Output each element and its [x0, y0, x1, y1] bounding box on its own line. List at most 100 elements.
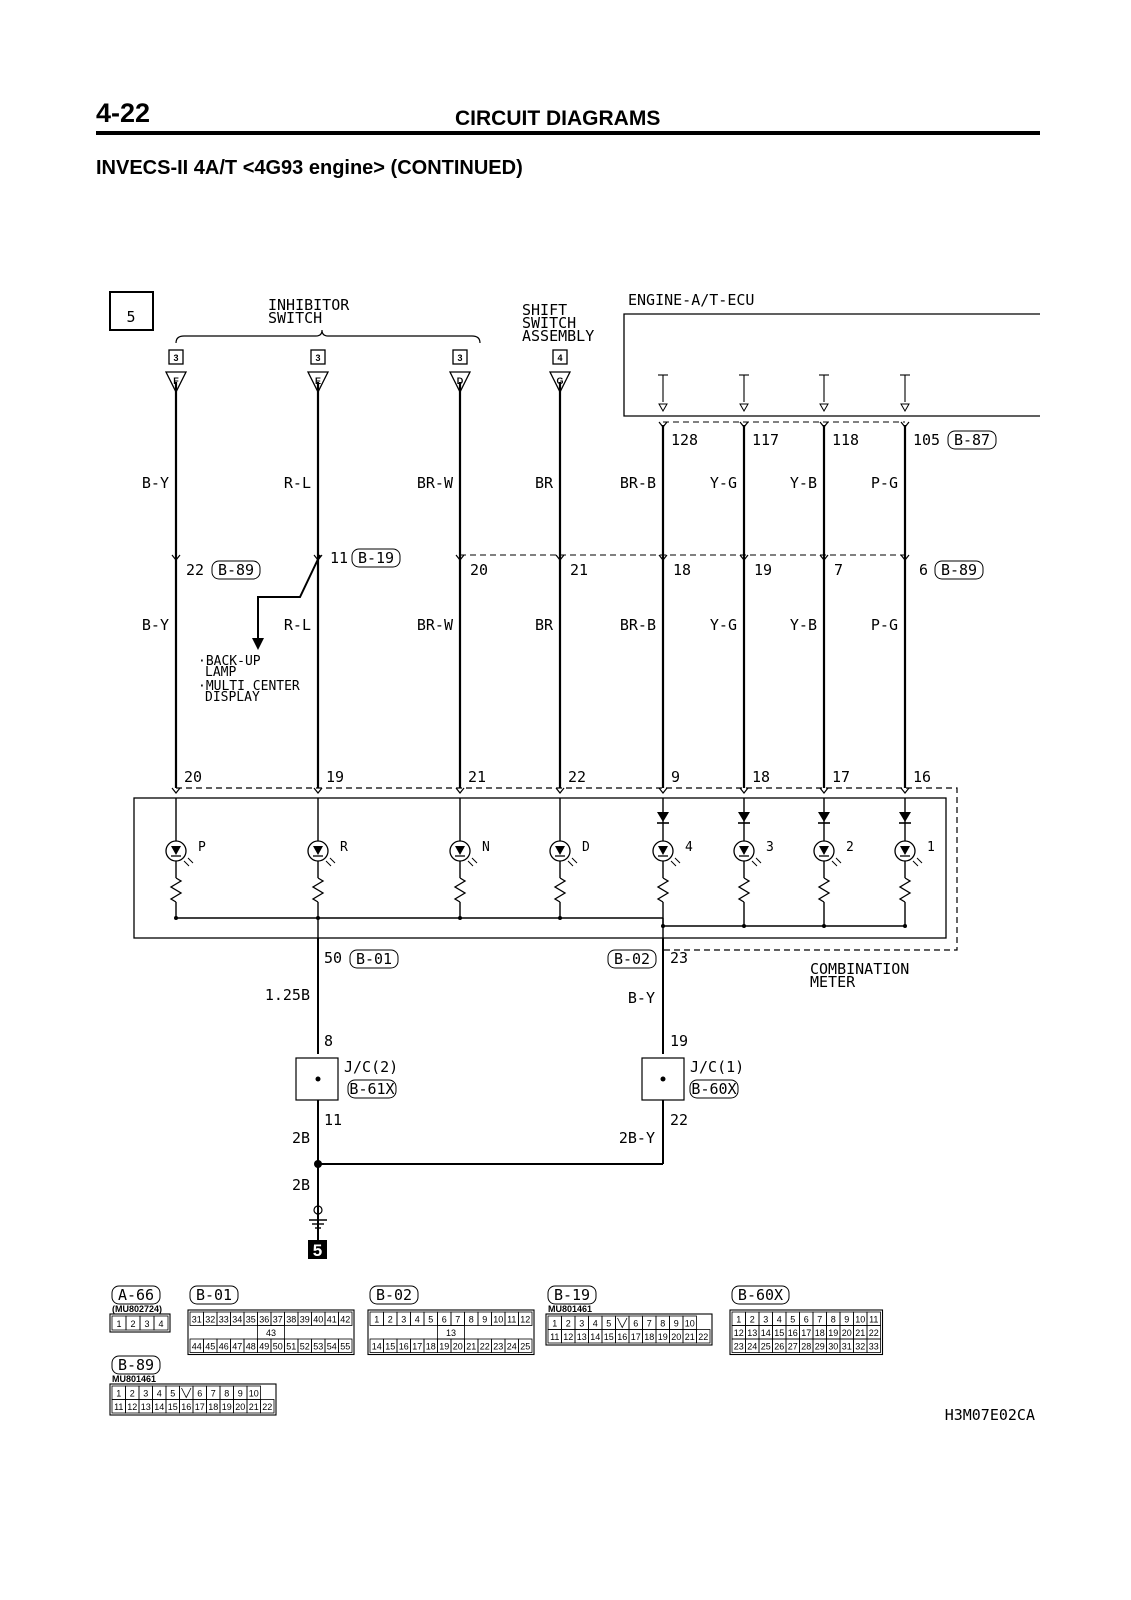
connector-pin: 4 [777, 1315, 782, 1325]
connector-pin: 5 [428, 1315, 433, 1325]
source-tag-number: 3 [173, 353, 178, 363]
joint-pin-number: 18 [673, 561, 691, 579]
connector-pin: 28 [801, 1342, 811, 1352]
connector-pin: 32 [205, 1315, 215, 1325]
meter-pin-number: 21 [468, 768, 486, 786]
connector-pin: 11 [507, 1315, 516, 1325]
connector-pin: 22 [480, 1342, 490, 1352]
source-tag-number: 4 [557, 353, 562, 363]
connector-pin: 4 [158, 1319, 163, 1329]
svg-text:11: 11 [324, 1111, 342, 1129]
connector-pin: 6 [442, 1315, 447, 1325]
connector-pin: 55 [340, 1342, 350, 1352]
connector-pin: 17 [801, 1328, 811, 1338]
connector-pin: 9 [482, 1315, 487, 1325]
connector-badge-label: B-19 [358, 549, 394, 567]
lamp-position-label: N [482, 840, 490, 855]
connector-pin: 2 [130, 1319, 135, 1329]
svg-text:23: 23 [670, 949, 688, 967]
connector-pin: 14 [154, 1402, 164, 1412]
joint-pin-number: 21 [570, 561, 588, 579]
resistor-icon [737, 877, 751, 903]
joint-pin-number: 7 [834, 561, 843, 579]
connector-pin: 25 [520, 1342, 530, 1352]
connector-pin: 19 [222, 1402, 232, 1412]
connector-badge-b-87: B-87 [947, 430, 997, 450]
indicator-lamp-2: 2 [813, 798, 854, 928]
connector-pin: 48 [246, 1342, 256, 1352]
svg-text:B-01: B-01 [356, 950, 392, 968]
connector-pin: 33 [219, 1315, 229, 1325]
wire-color-upper: R-L [284, 474, 311, 492]
svg-text:SHIFT: SHIFT [522, 301, 567, 319]
connector-pin: 2 [130, 1389, 135, 1399]
page-number: 4-22 [96, 98, 150, 128]
connector-badge-b-19: B-19 [547, 1285, 597, 1305]
connector-pin: 47 [232, 1342, 242, 1352]
connector-pin: 26 [774, 1342, 784, 1352]
connector-pin: 36 [259, 1315, 269, 1325]
connector-pin: 17 [195, 1402, 205, 1412]
meter-pin-number: 22 [568, 768, 586, 786]
connector-pin: 16 [399, 1342, 409, 1352]
connector-pin: 18 [208, 1402, 218, 1412]
source-tag-number: 3 [457, 353, 462, 363]
connector-housing [109, 1383, 277, 1416]
connector-pin: 4 [415, 1315, 420, 1325]
connector-housing [545, 1313, 713, 1346]
connector-pin: 11 [869, 1315, 878, 1325]
combination-meter: COMBINATION METER [133, 787, 958, 991]
connector-pin: 13 [577, 1332, 587, 1342]
indicator-lamp-r: R [307, 798, 348, 920]
connector-pin: 7 [817, 1315, 822, 1325]
connector-pin: 22 [869, 1328, 879, 1338]
connector-pin: 1 [116, 1389, 121, 1399]
connector-badge-b-61x: B-61X [347, 1079, 397, 1099]
connector-pin: 16 [788, 1328, 798, 1338]
connector-pin: 13 [747, 1328, 757, 1338]
connector-pin: 13 [446, 1328, 456, 1338]
connector-pin: 22 [262, 1402, 272, 1412]
connector-part-number: (MU802724) [112, 1304, 162, 1314]
connector-pin: 9 [674, 1319, 679, 1329]
meter-pin-number: 9 [671, 768, 680, 786]
wire-color-upper: P-G [871, 474, 898, 492]
connector-pin: 27 [788, 1342, 798, 1352]
connector-pin: 14 [372, 1342, 382, 1352]
connector-badge-b-89: B-89 [934, 560, 984, 580]
connector-pin: 15 [774, 1328, 784, 1338]
connector-pin: 1 [374, 1315, 379, 1325]
connector-pin: 34 [232, 1315, 242, 1325]
connector-pin: 46 [219, 1342, 229, 1352]
connector-pin: 8 [224, 1389, 229, 1399]
connector-pin: 16 [617, 1332, 627, 1342]
connector-badge-label: B-19 [554, 1286, 590, 1304]
connector-pin: 21 [466, 1342, 476, 1352]
connector-badge-label: A-66 [118, 1286, 154, 1304]
connector-pin: 19 [439, 1342, 449, 1352]
joint-pin-number: 19 [754, 561, 772, 579]
connector-pin: 40 [313, 1315, 323, 1325]
connector-pin: 15 [385, 1342, 395, 1352]
sheet-number-box: 5 [109, 291, 154, 331]
joint-pin-number: 6 [919, 561, 928, 579]
connector-pin: 24 [507, 1342, 517, 1352]
connector-pin: 42 [340, 1315, 350, 1325]
back-up-lamp-branch: ·BACK-UP LAMP ·MULTI CENTER DISPLAY [198, 554, 321, 705]
connector-pin: 8 [469, 1315, 474, 1325]
wire-color-lower: BR-W [417, 616, 454, 634]
connector-pin-icon [164, 371, 188, 394]
connector-pin: 1 [552, 1319, 557, 1329]
resistor-icon [656, 877, 670, 903]
connector-pin: 25 [761, 1342, 771, 1352]
connector-pin: 3 [579, 1319, 584, 1329]
connector-badge-label: B-89 [941, 561, 977, 579]
connector-pin: 8 [660, 1319, 665, 1329]
connector-badge-b-89: B-89 [111, 1355, 161, 1375]
connector-housing [367, 1309, 535, 1356]
